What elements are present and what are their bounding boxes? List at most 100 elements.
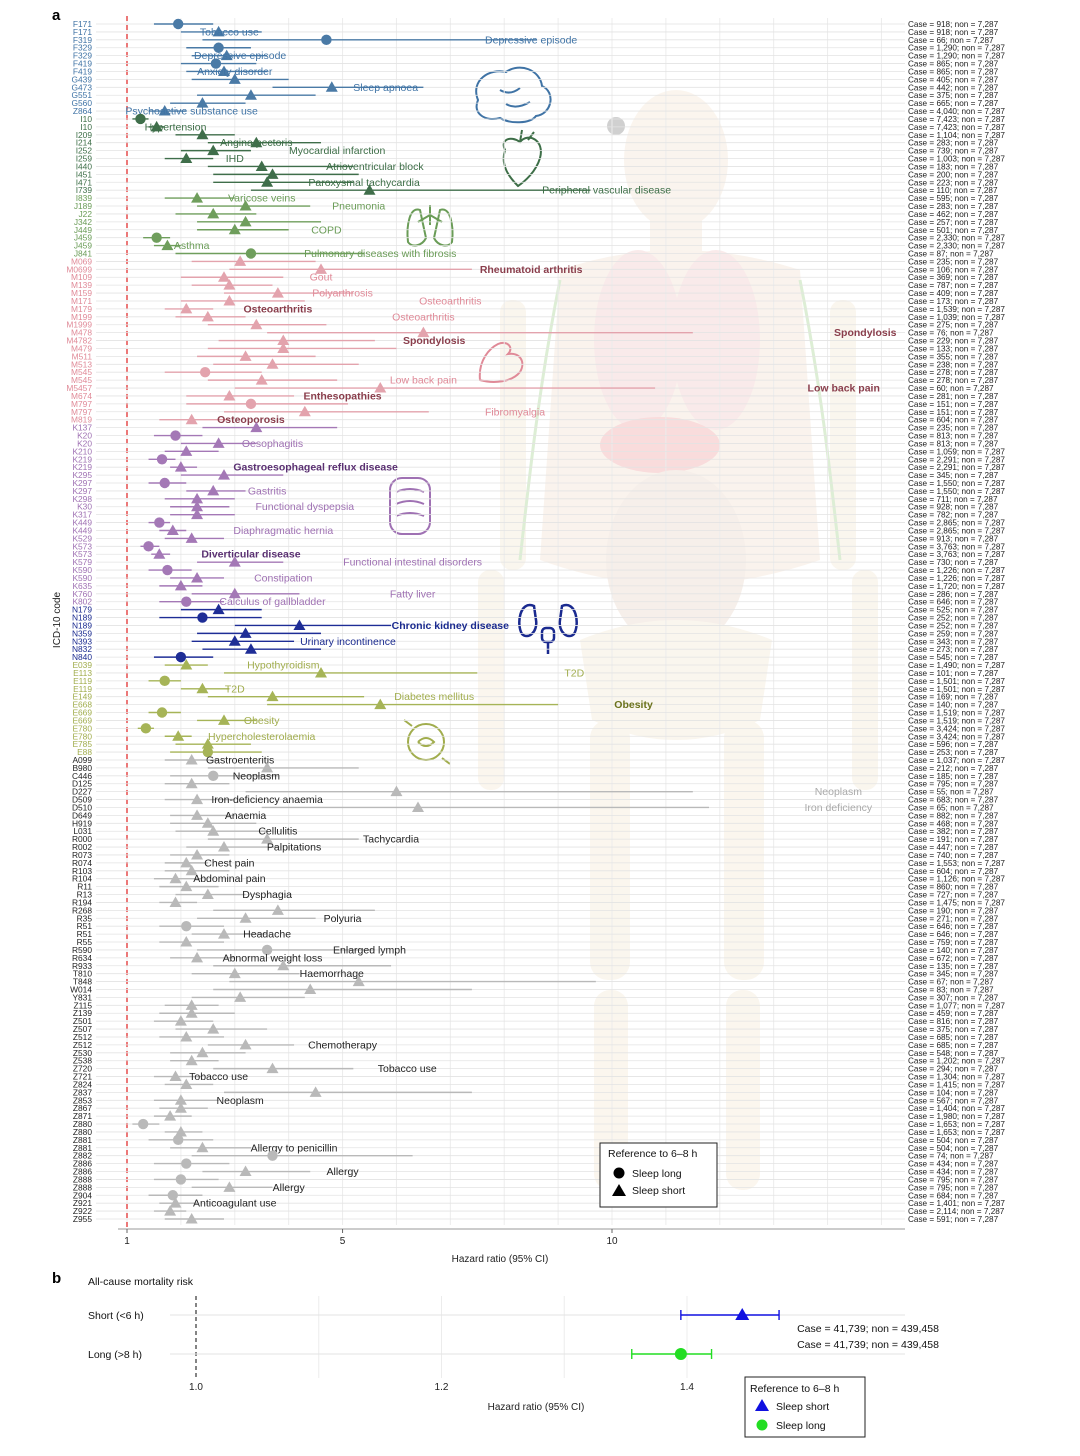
case-count: Case = 1,401; non = 7,287 — [908, 1199, 1005, 1208]
icd-code-label: Z888 — [73, 1174, 92, 1184]
icd-code-label: E669 — [72, 715, 92, 725]
icd-code-label: R194 — [72, 897, 92, 907]
case-count: Case = 740; non = 7,287 — [908, 851, 999, 860]
case-count: Case = 229; non = 7,287 — [908, 337, 999, 346]
disease-label: Chest pain — [204, 857, 254, 869]
hr-point-triangle — [174, 1015, 187, 1026]
hr-point-triangle — [315, 666, 327, 678]
hr-point-triangle — [266, 1062, 279, 1074]
hr-point-triangle — [212, 25, 225, 37]
icd-code-label: R590 — [72, 945, 92, 955]
hr-point-triangle — [250, 136, 263, 148]
hr-point-triangle — [191, 951, 204, 963]
hr-point-circle — [162, 564, 173, 576]
case-count: Case = 596; non = 7,287 — [908, 740, 999, 749]
case-count: Case = 409; non = 7,287 — [908, 289, 999, 298]
case-count: Case = 1,202; non = 7,287 — [908, 1057, 1005, 1066]
case-count: Case = 66; non = 7,287 — [908, 36, 994, 45]
hr-point-triangle — [201, 888, 214, 900]
disease-label: Spondylosis — [834, 327, 897, 339]
icd-code-label: F329 — [73, 43, 92, 53]
panel-a-legend-long: Sleep long — [632, 1168, 682, 1180]
disease-label: Functional dyspepsia — [256, 501, 355, 513]
disease-label: Diaphragmatic hernia — [233, 525, 333, 537]
icd-code-label: K298 — [72, 494, 92, 504]
case-count: Case = 343; non = 7,287 — [908, 637, 999, 646]
icd-code-label: K579 — [72, 557, 92, 567]
icd-code-label: M4782 — [66, 336, 92, 346]
icd-code-label: Z720 — [73, 1064, 92, 1074]
case-count: Case = 140; non = 7,287 — [908, 946, 999, 955]
hr-point-triangle — [261, 176, 274, 187]
icd-code-label: I209 — [76, 130, 93, 140]
disease-label: Chemotherapy — [308, 1039, 378, 1051]
icd-code-label: J449 — [74, 225, 93, 235]
icd-code-label: Z538 — [73, 1056, 92, 1066]
icd-code-label: Z880 — [73, 1127, 92, 1137]
disease-label: Myocardial infarction — [289, 145, 385, 157]
disease-label: Allergy — [327, 1166, 360, 1178]
case-count: Case = 918; non = 7,287 — [908, 20, 999, 29]
icd-code-label: Z115 — [74, 1000, 93, 1010]
panel-b-letter: b — [52, 1270, 61, 1287]
hr-point-triangle — [180, 880, 193, 892]
case-count: Case = 151; non = 7,287 — [908, 400, 999, 409]
disease-label: Urinary incontinence — [300, 636, 396, 648]
icd-code-label: E119 — [73, 676, 92, 686]
hr-point-triangle — [250, 318, 263, 330]
hr-point-triangle — [234, 255, 247, 266]
row-label: Short (<6 h) — [88, 1310, 144, 1322]
icd-code-label: M171 — [71, 296, 92, 306]
case-count: Case = 252; non = 7,287 — [908, 614, 999, 623]
icd-code-label: K297 — [72, 486, 92, 496]
hr-point-triangle — [304, 983, 317, 994]
hr-point-circle — [135, 113, 146, 125]
icd-code-label: Z921 — [73, 1198, 92, 1208]
icd-code-label: Z501 — [73, 1016, 92, 1026]
hr-point-triangle — [223, 294, 236, 306]
hr-point-circle — [267, 1150, 278, 1161]
disease-label: Osteoarthritis — [392, 311, 454, 323]
hr-point-triangle — [212, 437, 225, 448]
case-count: Case = 3,763; non = 7,287 — [908, 542, 1005, 551]
icd-code-label: D509 — [72, 795, 92, 805]
lungs-icon — [406, 205, 454, 247]
case-count: Case = 591; non = 7,287 — [908, 1215, 999, 1224]
icd-code-label: R268 — [72, 905, 92, 915]
icd-code-label: R104 — [72, 874, 92, 884]
case-count: Case = 1,226; non = 7,287 — [908, 566, 1005, 575]
disease-label: Palpitations — [267, 842, 321, 854]
metabolism-icon — [403, 719, 451, 765]
hr-point-triangle — [261, 833, 274, 844]
disease-label: Enthesopathies — [303, 390, 381, 402]
icd-code-label: Z824 — [73, 1079, 92, 1089]
hr-point-circle — [175, 1174, 187, 1185]
hr-point-triangle — [234, 991, 247, 1002]
case-count: Case = 283; non = 7,287 — [908, 139, 999, 148]
disease-label: Low back pain — [808, 383, 880, 395]
case-count: Case = 101; non = 7,287 — [908, 669, 999, 678]
hr-point-triangle — [185, 753, 198, 765]
disease-label: Headache — [243, 929, 291, 941]
icd-code-label: M5457 — [66, 383, 92, 393]
hr-point-triangle — [293, 619, 306, 630]
icd-code-label: Z886 — [73, 1167, 92, 1177]
table-row: Short (<6 h) — [88, 1308, 905, 1322]
case-count: Case = 87; non = 7,287 — [908, 250, 994, 259]
icd-code-label: N832 — [72, 644, 92, 654]
